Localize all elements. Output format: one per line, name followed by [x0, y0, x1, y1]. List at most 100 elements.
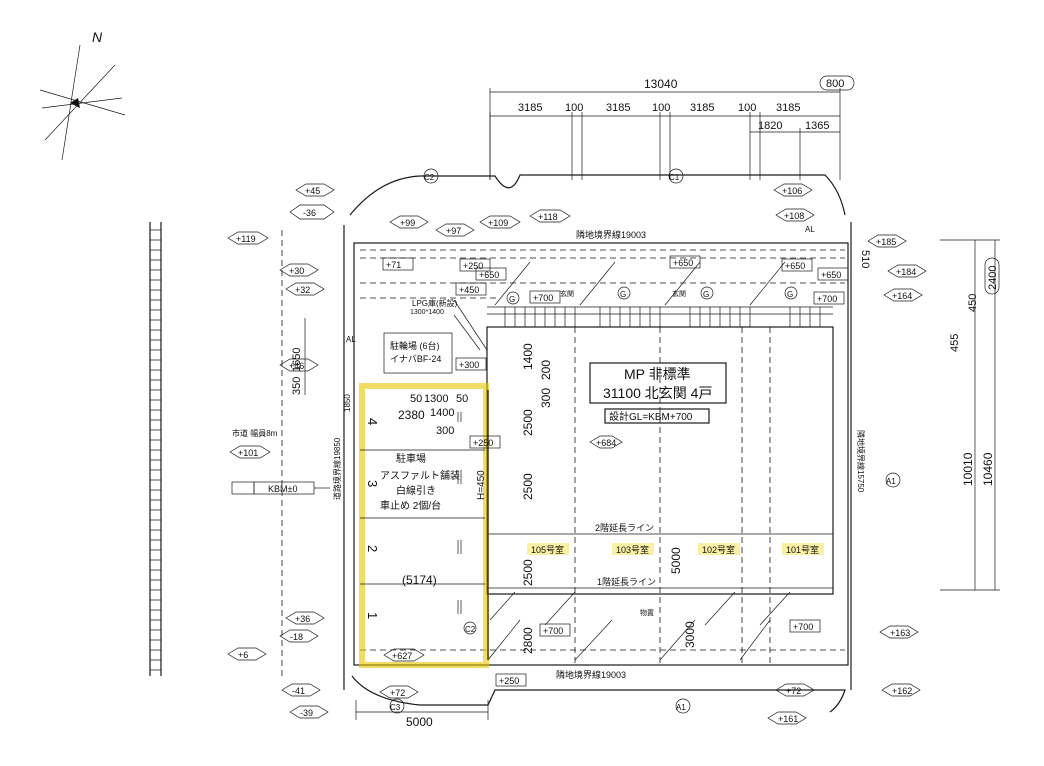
lpg-size: 1300*1400 [410, 309, 444, 316]
parking-width-dim: 2380 [398, 408, 425, 422]
unit-102-label: 102号室 [702, 544, 735, 555]
mark-c3-bottom: C3 [390, 703, 401, 712]
entrance-label-1: 玄関 [560, 289, 574, 298]
mark-g-3: G [703, 290, 709, 299]
level-tag-16: +118 [538, 212, 558, 222]
level-tag-22: +684 [596, 438, 616, 448]
bike-parking-label: 駐輪場 (6台) [390, 340, 440, 351]
level-tags: +45 -36 +119 +30 +32 +46 +101 +36 -18 +6… [227, 183, 927, 725]
level-box-4: +700 [533, 293, 553, 303]
compass-rose-icon: N [39, 29, 126, 161]
dim-right-10460: 10460 [981, 452, 995, 486]
parking-stops: 車止め 2個/台 [380, 499, 441, 512]
parking-space-1: 1 [365, 612, 380, 619]
parking-area: 4 3 2 1 2380 駐車場 アスファルト舗装 白線引き 車止め 2個/台 … [359, 383, 489, 668]
level-tag-1: +45 [305, 186, 320, 196]
level-tag-19: +185 [876, 237, 896, 247]
dim-seg-7: 3185 [776, 102, 800, 114]
north-label: N [92, 29, 103, 45]
level-tag-6: +46 [289, 361, 304, 371]
dim-h-50-b: 50 [456, 393, 468, 405]
dim-h-1400: 1400 [430, 407, 454, 419]
level-box-11: +700 [543, 626, 563, 636]
parking-space-4: 4 [365, 418, 380, 425]
level-tag-2: -36 [303, 208, 316, 218]
dim-total-width: 13040 [644, 77, 678, 91]
unit-101-label: 101号室 [786, 544, 819, 555]
dim-right-450: 450 [967, 294, 979, 312]
boundary-top-label: 隣地境界線19003 [576, 229, 646, 240]
level-tag-4: +30 [289, 266, 304, 276]
dim-h-1300: 1300 [424, 393, 448, 405]
unit-103-label: 103号室 [616, 544, 649, 555]
parking-title: 駐車場 [396, 452, 426, 465]
road-scale-ladder [149, 222, 162, 676]
boundary-bottom-label: 隣地境界線19003 [556, 669, 626, 680]
level-tag-3: +119 [236, 234, 256, 244]
dim-seg-3: 3185 [606, 102, 630, 114]
level-box-8: +700 [817, 294, 837, 304]
mark-c2-top: C2 [424, 173, 435, 182]
mark-a1-bottom: A1 [676, 703, 686, 712]
level-box-1: +250 [463, 261, 483, 271]
dim-seg-6: 100 [738, 102, 756, 114]
al-label-left: AL [346, 335, 356, 344]
dim-300: 300 [539, 388, 553, 408]
entrance-label-2: 玄関 [672, 289, 686, 298]
dim-right-10010: 10010 [961, 452, 975, 486]
level-tag-9: -18 [290, 632, 303, 642]
dim-3000: 3000 [683, 621, 697, 648]
dim-seg-1: 3185 [518, 102, 542, 114]
dim-2800: 2800 [521, 627, 535, 654]
level-box-7: +650 [821, 270, 841, 280]
bike-parking-model: イナバBF-24 [390, 354, 441, 364]
road-label: 市道 幅員8m [232, 428, 278, 438]
dim-right-455: 455 [949, 334, 961, 352]
dim-1400: 1400 [521, 343, 535, 370]
level-tag-5: +32 [295, 285, 310, 295]
dim-seg-2: 100 [565, 102, 583, 114]
title-line1: MP 非標準 [624, 366, 691, 382]
dim-left-1650: 1650 [291, 348, 303, 372]
level-tag-23: +627 [392, 651, 412, 661]
level-box-3: +650 [479, 270, 499, 280]
level-tag-26: +163 [890, 628, 910, 638]
mark-g-4: G [787, 290, 793, 299]
parking-paving: アスファルト舗装 [380, 469, 460, 482]
level-box-5: +650 [673, 258, 693, 268]
level-tag-11: -41 [292, 686, 305, 696]
level-tag-8: +36 [295, 614, 310, 624]
level-tag-20: +184 [896, 267, 916, 277]
level-tag-13: +99 [400, 218, 415, 228]
wall-height-label: H=450 [476, 470, 487, 500]
parking-space-2: 2 [365, 545, 380, 552]
parking-total-dim: (5174) [402, 573, 437, 587]
parking-lines: 白線引き [396, 484, 436, 497]
dim-seg-5: 3185 [690, 102, 714, 114]
unit-105-label: 105号室 [531, 544, 564, 555]
level-tag-15: +109 [488, 218, 508, 228]
dim-right-510: 510 [859, 250, 871, 268]
level-tag-7: +101 [238, 448, 258, 458]
level-tag-10: +6 [238, 650, 248, 660]
dim-left-1850: 1850 [343, 394, 352, 412]
level-tag-28: +161 [778, 714, 798, 724]
level-tag-27: +162 [892, 686, 912, 696]
level-tag-25: +72 [786, 686, 801, 696]
storage-label: 物置 [640, 608, 654, 617]
level-box-13: +250 [499, 676, 519, 686]
level-tag-12: -39 [300, 708, 313, 718]
dim-seg-4: 100 [652, 102, 670, 114]
lpg-label: LPG庫(新設) [412, 298, 458, 308]
title-block: MP 非標準 31100 北玄関 4戸 設計GL=KBM+700 [589, 362, 727, 424]
level-tag-14: +97 [446, 226, 461, 236]
al-label-right: AL [805, 225, 815, 234]
dim-200: 200 [539, 360, 553, 380]
floor1-extension-label: 1階延長ライン [597, 576, 656, 587]
top-dimension-chain: 13040 800 3185 100 3185 100 3185 100 318… [489, 75, 855, 180]
dim-2500-c: 2500 [521, 559, 535, 586]
design-gl-label: 設計GL=KBM+700 [609, 410, 693, 423]
dim-h-50-a: 50 [410, 393, 422, 405]
level-tag-17: +106 [782, 186, 802, 196]
